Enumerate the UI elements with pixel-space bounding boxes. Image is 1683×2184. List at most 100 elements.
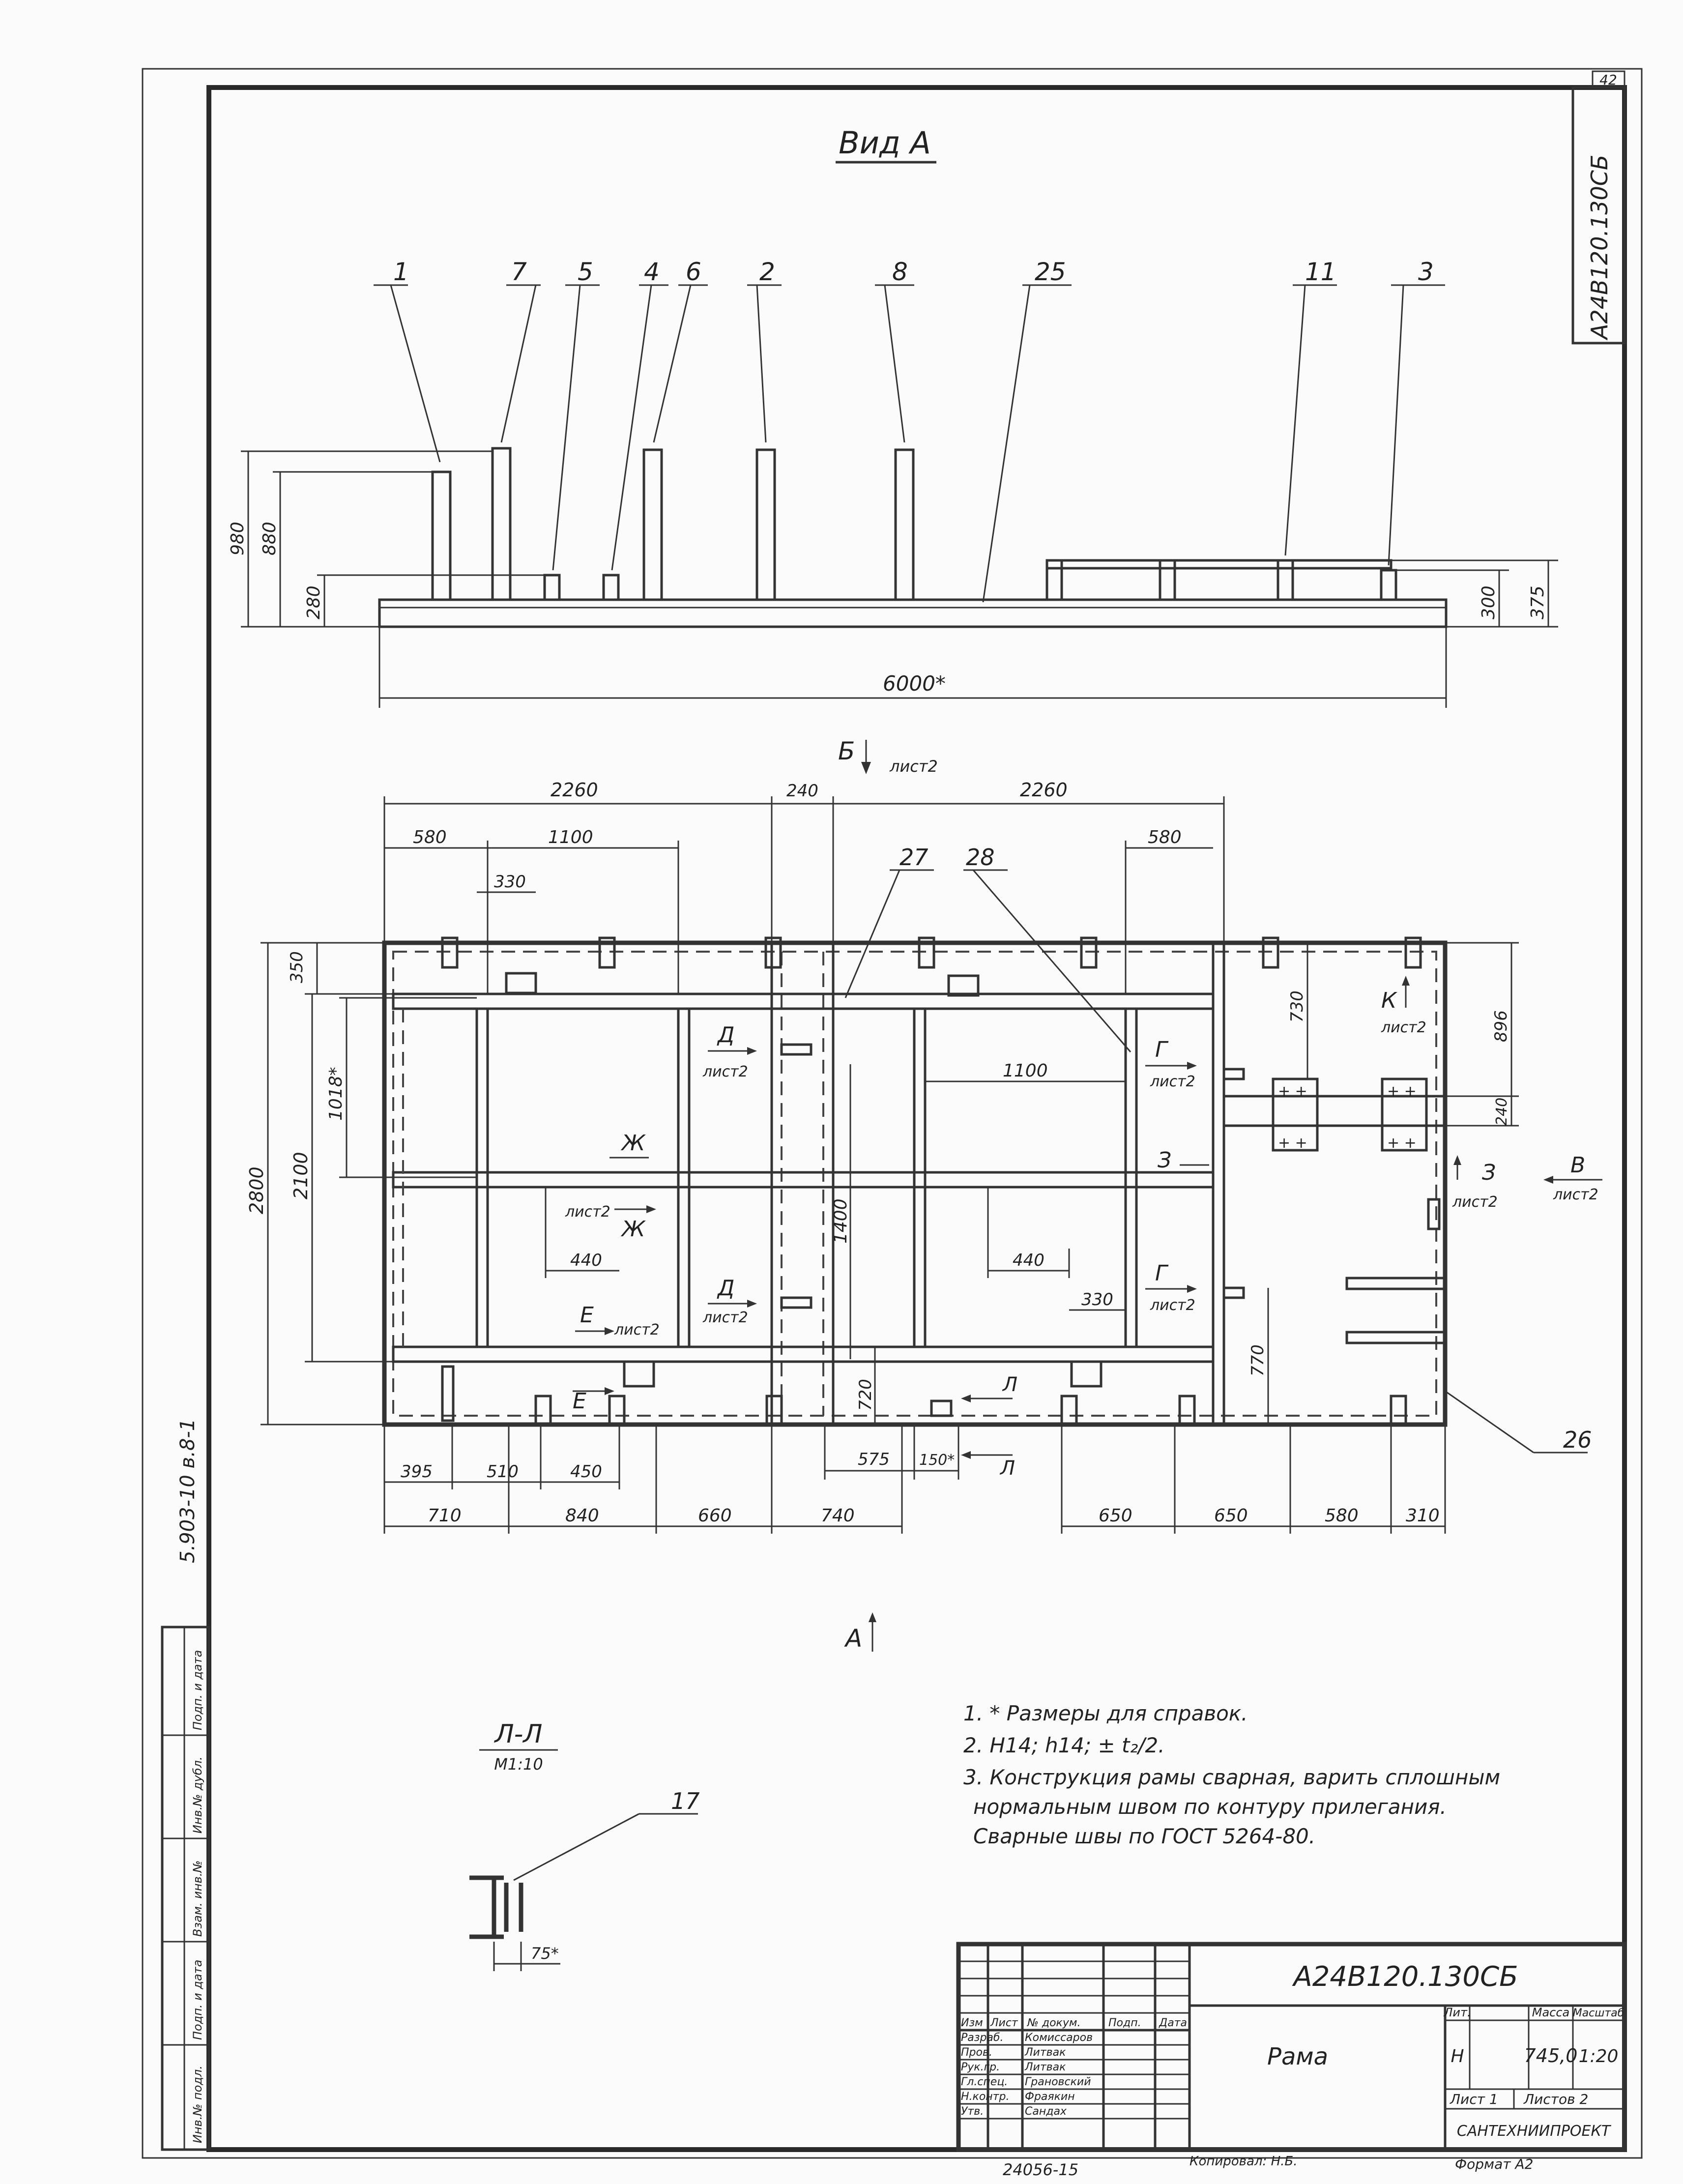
- elevation-left-dims: 980 880 280: [228, 450, 545, 628]
- dim-1100-inner: 1100: [1003, 1061, 1048, 1081]
- corner-stamp-code: А24В120.130СБ: [1586, 155, 1613, 341]
- section-b-sheet: лист2: [889, 757, 938, 776]
- plan-view: Б лист2 + + + + + + + +: [246, 737, 1602, 1653]
- dim-896: 896: [1491, 1010, 1511, 1042]
- tb-sheets: Листов 2: [1523, 2091, 1588, 2107]
- cut-z-outer: З: [1482, 1160, 1496, 1185]
- bottom-stamp: 24056-15: [1003, 2160, 1078, 2179]
- post-2: [755, 448, 776, 601]
- dim-880: 880: [260, 522, 280, 555]
- svg-text:+ +: + +: [1278, 1135, 1307, 1152]
- dim-1400: 1400: [831, 1198, 851, 1244]
- note-3-line2: нормальным швом по контуру прилегания.: [973, 1795, 1447, 1819]
- dim-375: 375: [1528, 585, 1548, 619]
- elevation-length-dim: 6000*: [378, 627, 1447, 708]
- dim-395: 395: [401, 1462, 433, 1482]
- plan-right-dims: 896 240 730: [1287, 942, 1519, 1127]
- dim-350: 350: [287, 951, 307, 983]
- dim-330-top: 330: [494, 872, 526, 892]
- cut-d-lower: Д: [717, 1276, 734, 1301]
- dim-650-a: 650: [1099, 1506, 1132, 1526]
- dim-6000: 6000*: [883, 671, 946, 696]
- plan-inner-dims: 1100 440 440 330 1400 720 770 575 150*: [545, 1061, 1269, 1480]
- dim-330-inner: 330: [1081, 1290, 1113, 1310]
- cut-g-upper: Г: [1155, 1037, 1169, 1062]
- cut-l-upper: Л: [1002, 1373, 1017, 1396]
- callout-7: 7: [511, 258, 527, 286]
- dim-1100-top: 1100: [548, 827, 593, 847]
- beam-bottom: [392, 1345, 1215, 1363]
- tb-role-0: Разраб.: [961, 2032, 1003, 2044]
- callout-4: 4: [644, 258, 660, 286]
- note-2: 2. Н14; h14; ± t₂/2.: [963, 1733, 1165, 1757]
- strip-vzam: Взам. инв.№: [191, 1861, 204, 1937]
- dim-240-top: 240: [786, 781, 818, 801]
- elevation-callouts: 1 7 5 4 6 2 8 25 11 3: [374, 258, 1445, 603]
- left-strip: Инв.№ подл. Подп. и дата Взам. инв.№ Инв…: [161, 1419, 210, 2151]
- callout-25: 25: [1035, 258, 1066, 286]
- callout-28: 28: [966, 844, 995, 871]
- post-1: [431, 470, 452, 601]
- tb-hdr-lit: Лит.: [1443, 2006, 1471, 2019]
- dim-75: 75*: [531, 1944, 559, 1963]
- tb-role-4: Н.контр.: [961, 2091, 1009, 2103]
- cut-v-sheet: лист2: [1553, 1186, 1598, 1203]
- corner-stamp: 42 А24В120.130СБ: [1571, 70, 1626, 345]
- callout-2: 2: [759, 258, 775, 286]
- tb-mass: 745,0: [1524, 2045, 1578, 2067]
- cut-g-lower-sheet: лист2: [1150, 1297, 1195, 1314]
- dim-650-b: 650: [1214, 1506, 1248, 1526]
- dim-240-right: 240: [1493, 1098, 1510, 1126]
- tb-sheet: Лист 1: [1450, 2091, 1498, 2107]
- notes: 1. * Размеры для справок. 2. Н14; h14; ±…: [963, 1701, 1500, 1848]
- dim-720: 720: [856, 1379, 875, 1411]
- dim-580-left: 580: [413, 827, 447, 847]
- beam-middle: [392, 1171, 1215, 1189]
- dim-450: 450: [570, 1462, 602, 1482]
- cut-k: К: [1381, 988, 1397, 1013]
- strip-inv-podl: Инв.№ подл.: [191, 2066, 204, 2143]
- inner-frame: [206, 85, 1627, 2152]
- tb-doc-code: А24В120.130СБ: [1292, 1961, 1518, 1993]
- dim-510: 510: [487, 1462, 519, 1482]
- low-rail: [1045, 559, 1393, 570]
- cut-d-upper: Д: [717, 1022, 734, 1048]
- channel-profile: [469, 1875, 523, 1939]
- callout-11: 11: [1305, 258, 1336, 286]
- post-7: [491, 447, 512, 601]
- view-title: Вид А: [839, 125, 931, 161]
- elevation-right-dims: 300 375: [1391, 559, 1558, 628]
- tb-person-1: Литвак: [1024, 2046, 1066, 2059]
- cut-zh-lower: Ж: [620, 1217, 646, 1242]
- dim-575: 575: [858, 1450, 890, 1469]
- cut-l-lower: Л: [999, 1457, 1015, 1480]
- tb-person-2: Литвак: [1024, 2061, 1066, 2073]
- dim-280: 280: [304, 585, 324, 619]
- cut-d-lower-sheet: лист2: [702, 1309, 748, 1326]
- tb-org: САНТЕХНИИПРОЕКТ: [1457, 2123, 1612, 2140]
- dim-770: 770: [1248, 1344, 1268, 1376]
- title-block: Изм Лист № докум. Подп. Дата Разраб. Про…: [956, 1942, 1627, 2152]
- dim-440-left: 440: [570, 1251, 602, 1270]
- svg-text:+ +: + +: [1387, 1083, 1417, 1100]
- tb-role-1: Пров.: [961, 2046, 992, 2059]
- beam-top: [392, 992, 1215, 1010]
- note-3: 3. Конструкция рамы сварная, варить спло…: [963, 1765, 1500, 1789]
- tb-col-izm: Изм: [961, 2017, 983, 2029]
- base-beam: [378, 598, 1448, 628]
- cut-e-lower: Е: [573, 1389, 586, 1414]
- tb-col-doc: № докум.: [1027, 2017, 1080, 2029]
- svg-text:+ +: + +: [1387, 1135, 1417, 1152]
- dim-710: 710: [428, 1506, 462, 1526]
- tb-person-3: Грановский: [1025, 2076, 1091, 2088]
- tb-col-podp: Подп.: [1108, 2017, 1141, 2029]
- callout-3: 3: [1418, 258, 1434, 286]
- sheet-number: 42: [1599, 72, 1617, 88]
- callout-17: 17: [671, 1788, 700, 1814]
- cut-zh-upper: Ж: [620, 1131, 646, 1156]
- cut-z-inner: З: [1158, 1148, 1171, 1173]
- cut-e-upper: Е: [580, 1303, 594, 1328]
- support-plate-right: [1381, 1077, 1428, 1152]
- dim-840: 840: [565, 1506, 599, 1526]
